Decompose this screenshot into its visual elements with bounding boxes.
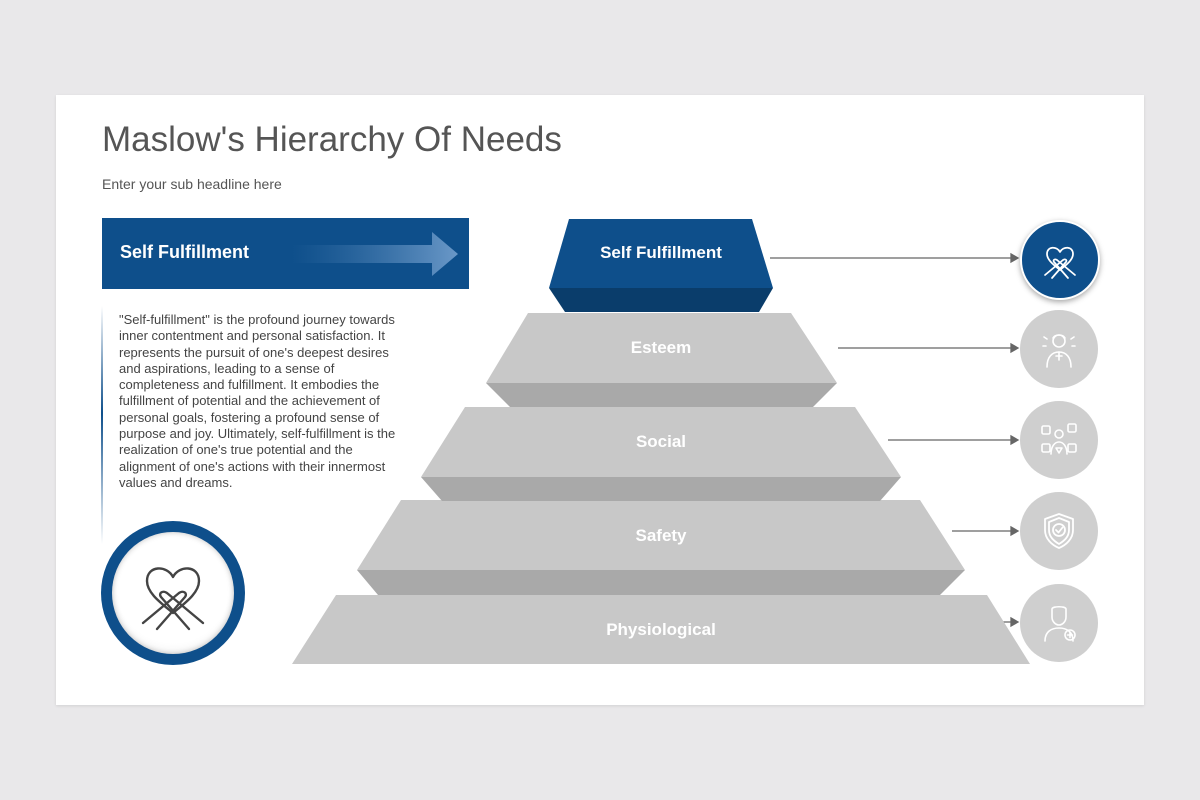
highlight-banner: Self Fulfillment bbox=[102, 218, 469, 289]
highlight-banner-label: Self Fulfillment bbox=[120, 242, 250, 262]
connector-arrowhead bbox=[1010, 342, 1020, 354]
level-icon-safety[interactable] bbox=[1020, 492, 1098, 570]
level-icon-physiological[interactable] bbox=[1020, 584, 1098, 662]
shield-check-icon bbox=[1044, 513, 1074, 549]
page-subtitle: Enter your sub headline here bbox=[102, 176, 282, 192]
heart-hug-icon bbox=[141, 567, 205, 631]
connector-arrowhead bbox=[1010, 434, 1020, 446]
connector-arrowhead bbox=[1010, 616, 1020, 628]
connector-arrowhead bbox=[1010, 525, 1020, 537]
pyramid-level-social-side bbox=[421, 477, 901, 501]
level-label-physiological: Physiological bbox=[606, 620, 716, 639]
pyramid-level-social-face[interactable] bbox=[421, 407, 901, 477]
heart-hug-icon bbox=[1044, 246, 1076, 279]
page-title: Maslow's Hierarchy Of Needs bbox=[102, 120, 562, 159]
level-icon-self-fulfillment[interactable] bbox=[1020, 220, 1100, 300]
highlight-badge bbox=[101, 521, 245, 665]
level-icon-esteem[interactable] bbox=[1020, 310, 1098, 388]
pyramid-level-safety-face[interactable] bbox=[357, 500, 965, 570]
highlight-badge-inner bbox=[112, 532, 234, 654]
pyramid-level-self-fulfillment-side bbox=[549, 288, 773, 312]
pyramid-level-safety-side bbox=[357, 570, 965, 595]
level-label-safety: Safety bbox=[635, 526, 687, 545]
connector-arrowhead bbox=[1010, 252, 1020, 264]
social-media-icon bbox=[1041, 423, 1077, 455]
pyramid-level-physiological[interactable] bbox=[292, 595, 1030, 664]
health-person-icon bbox=[1044, 605, 1076, 642]
arrow-right-icon bbox=[292, 232, 458, 276]
confident-person-icon bbox=[1042, 334, 1076, 368]
pyramid-level-self-fulfillment-face[interactable] bbox=[549, 219, 773, 288]
level-label-social: Social bbox=[635, 432, 687, 451]
highlight-description: "Self-fulfillment" is the profound journ… bbox=[119, 312, 396, 490]
pyramid-level-esteem-side bbox=[486, 383, 837, 407]
level-label-self-fulfillment: Self Fulfillment bbox=[600, 243, 722, 262]
pyramid-level-esteem-face[interactable] bbox=[486, 313, 837, 383]
level-label-esteem: Esteem bbox=[630, 338, 692, 357]
level-icon-social[interactable] bbox=[1020, 401, 1098, 479]
description-accent-bar bbox=[101, 306, 103, 544]
